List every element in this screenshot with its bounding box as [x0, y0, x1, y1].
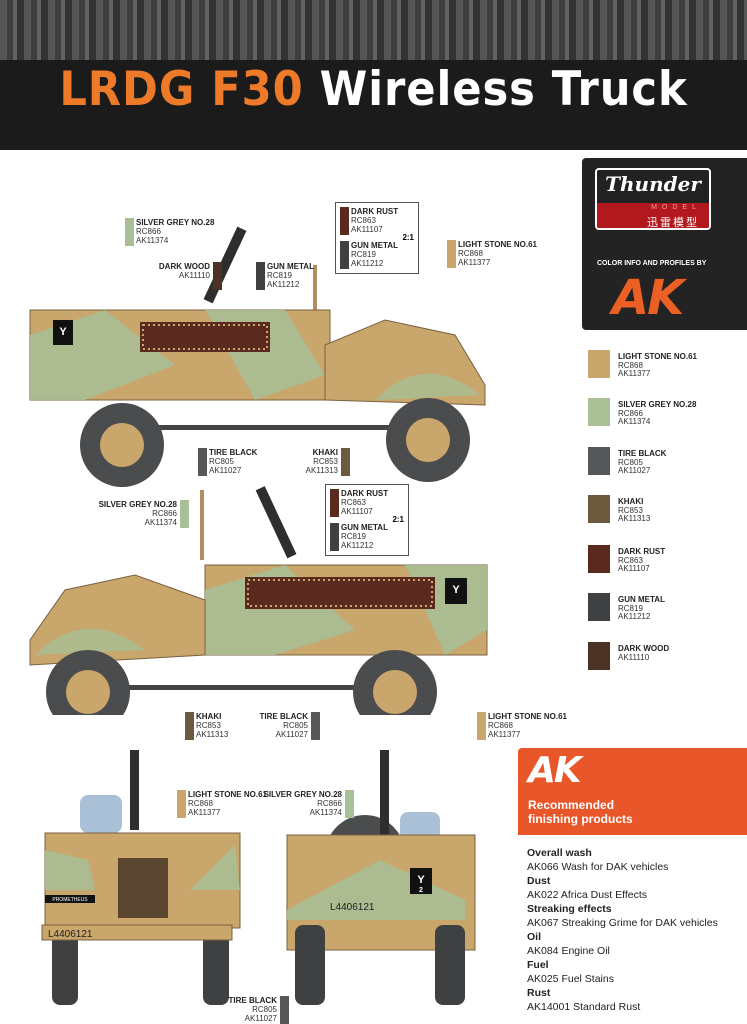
color-swatch	[588, 593, 610, 621]
color-swatch	[588, 495, 610, 523]
color-code: RC853	[618, 506, 643, 515]
svg-text:Y: Y	[59, 326, 67, 338]
color-code: AK11374	[618, 417, 651, 426]
color-swatch	[588, 545, 610, 573]
color-code: AK11212	[618, 612, 651, 621]
header-banner	[0, 0, 747, 150]
color-code: RC868	[618, 361, 643, 370]
color-name: KHAKI	[618, 497, 644, 506]
color-code: AK11107	[618, 564, 650, 573]
color-name: SILVER GREY NO.28	[618, 400, 697, 409]
svg-text:Y: Y	[452, 584, 460, 596]
color-swatch	[588, 642, 610, 670]
color-code: AK11027	[618, 466, 651, 475]
ak-logo-banner: AK	[528, 750, 582, 791]
grunge-texture	[0, 0, 747, 60]
finishing-product: AK067 Streaking Grime for DAK vehicles	[527, 917, 718, 929]
ak-logo: AK	[612, 270, 684, 326]
truck-rear-view: Y 2 L4406121	[286, 750, 476, 1005]
color-code: RC819	[618, 604, 643, 613]
finishing-product: AK022 Africa Dust Effects	[527, 889, 648, 901]
finishing-heading: Streaking effects	[527, 903, 612, 915]
color-code: AK11110	[618, 653, 650, 662]
finishing-heading: Dust	[527, 875, 551, 887]
svg-text:Y: Y	[417, 874, 425, 886]
color-name: LIGHT STONE NO.61	[618, 352, 697, 361]
finishing-product: AK066 Wash for DAK vehicles	[527, 861, 669, 873]
color-name: DARK WOOD	[618, 644, 670, 653]
color-code: RC805	[618, 458, 643, 467]
color-name: TIRE BLACK	[618, 449, 667, 458]
finishing-heading: Oil	[527, 931, 542, 943]
truck-side-view-right: Y	[29, 226, 486, 487]
color-swatch	[588, 350, 610, 378]
color-name: GUN METAL	[618, 595, 665, 604]
page-title: LRDG F30 Wireless Truck	[59, 62, 688, 117]
credit-text: COLOR INFO AND PROFILES BY	[597, 260, 707, 267]
color-code: AK11377	[618, 369, 651, 378]
color-swatch	[588, 398, 610, 426]
color-name: DARK RUST	[618, 547, 666, 556]
svg-text:L4406121: L4406121	[330, 902, 375, 913]
finishing-heading: Rust	[527, 987, 551, 999]
finishing-product: AK14001 Standard Rust	[527, 1001, 641, 1013]
finishing-heading: Fuel	[527, 959, 549, 971]
color-swatch	[588, 447, 610, 475]
color-code: RC863	[618, 556, 643, 565]
svg-text:PROMETHEUS: PROMETHEUS	[52, 897, 88, 903]
truck-side-view-left: Y	[29, 486, 488, 715]
color-code: AK11313	[618, 514, 651, 523]
truck-front-view: PROMETHEUS L4406121	[41, 750, 241, 1005]
finishing-product: AK025 Fuel Stains	[527, 973, 614, 985]
svg-text:2: 2	[419, 887, 423, 894]
finishing-product: AK084 Engine Oil	[527, 945, 610, 957]
front-registration: L4406121	[48, 929, 93, 940]
finishing-heading: Overall wash	[527, 847, 592, 859]
color-code: RC866	[618, 409, 643, 418]
